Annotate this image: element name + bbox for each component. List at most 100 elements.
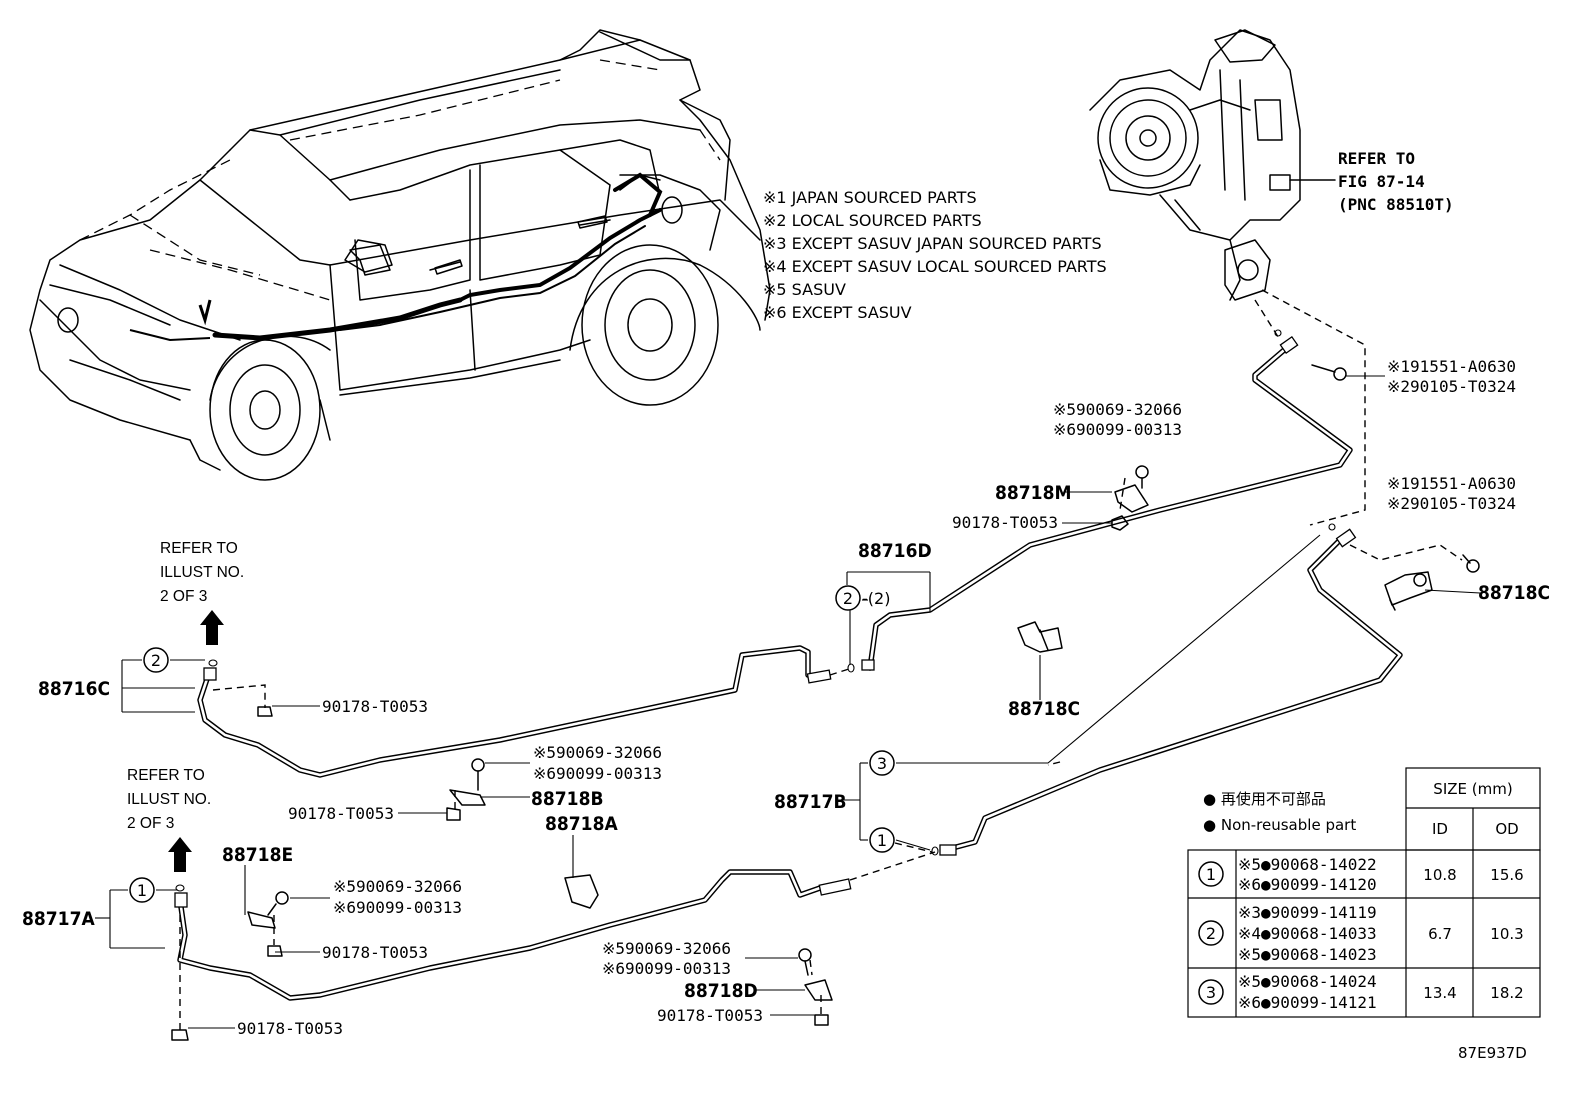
- oring-size-table: ● 再使用不可部品 ● Non-reusable part SIZE (mm) …: [1187, 767, 1541, 1018]
- svg-text:1: 1: [877, 831, 887, 850]
- rear-cooler-unit-illustration: [1089, 29, 1336, 301]
- row3-part-b[interactable]: ※6●90099-14121: [1238, 993, 1377, 1012]
- nut-88717A[interactable]: 90178-T0053: [237, 1019, 343, 1038]
- nut-icon: [171, 1029, 189, 1041]
- bolt-90099-88718M[interactable]: ※690099-00313: [1053, 420, 1182, 439]
- circle-1-88717B: 1: [869, 827, 895, 853]
- circle-2-88716C: 2: [143, 647, 169, 673]
- nut-icon: [1111, 515, 1129, 531]
- svg-text:3: 3: [1206, 983, 1216, 1002]
- svg-text:REFER TO: REFER TO: [1338, 149, 1415, 168]
- svg-text:15.6: 15.6: [1490, 866, 1523, 884]
- bolt-90099-88718D[interactable]: ※690099-00313: [602, 959, 731, 978]
- row2-part-a[interactable]: ※3●90099-14119: [1238, 903, 1377, 922]
- refer-fig-note[interactable]: REFER TO FIG 87-14 (PNC 88510T): [1338, 149, 1454, 214]
- legend-en: ● Non-reusable part: [1203, 816, 1356, 834]
- part-88718M[interactable]: 88718M: [995, 482, 1071, 504]
- circle-2-88716D: 2 -(2): [835, 585, 890, 611]
- nut-icon: [267, 945, 283, 957]
- size-header: SIZE (mm): [1433, 780, 1512, 798]
- bolt-91551-lower[interactable]: ※191551-A0630: [1387, 474, 1516, 493]
- row1-part-a[interactable]: ※5●90068-14022: [1238, 855, 1377, 874]
- part-88716D[interactable]: 88716D: [858, 540, 932, 562]
- bolt-90099-88718E[interactable]: ※690099-00313: [333, 898, 462, 917]
- up-arrow-icon: [168, 837, 192, 872]
- part-88717B[interactable]: 88717B: [774, 791, 847, 813]
- clamp-88718D[interactable]: [798, 948, 833, 1001]
- part-88718C-center[interactable]: 88718C: [1008, 698, 1080, 720]
- leader-lines: [95, 375, 1481, 1029]
- part-88718D[interactable]: 88718D: [684, 980, 758, 1002]
- svg-text:2: 2: [843, 589, 853, 608]
- clamp-88718B[interactable]: [449, 758, 486, 806]
- part-88718E[interactable]: 88718E: [222, 844, 293, 866]
- svg-text:18.2: 18.2: [1490, 984, 1523, 1002]
- svg-text:2: 2: [1206, 924, 1216, 943]
- od-header: OD: [1495, 820, 1518, 838]
- row3-part-a[interactable]: ※5●90068-14024: [1238, 972, 1377, 991]
- figure-code: 87E937D: [1458, 1044, 1527, 1062]
- nut-88716C[interactable]: 90178-T0053: [322, 697, 428, 716]
- bolt-90069-88718M[interactable]: ※590069-32066: [1053, 400, 1182, 419]
- bolt-90105-lower[interactable]: ※290105-T0324: [1387, 494, 1516, 513]
- note-1: ※1 JAPAN SOURCED PARTS: [763, 188, 977, 207]
- svg-text:3: 3: [877, 754, 887, 773]
- svg-text:10.8: 10.8: [1423, 866, 1456, 884]
- svg-text:1: 1: [1206, 865, 1216, 884]
- svg-text:-(2): -(2): [862, 589, 890, 608]
- vehicle-illustration: [29, 29, 771, 481]
- svg-text:ILLUST NO.: ILLUST NO.: [127, 791, 211, 808]
- nut-88718D[interactable]: 90178-T0053: [657, 1006, 763, 1025]
- clamp-88718A[interactable]: [564, 874, 599, 909]
- svg-text:ILLUST NO.: ILLUST NO.: [160, 564, 244, 581]
- refer-illust-upper[interactable]: REFER TO ILLUST NO. 2 OF 3: [160, 540, 244, 605]
- part-88716C[interactable]: 88716C: [38, 678, 110, 700]
- svg-text:1: 1: [137, 881, 147, 900]
- note-3: ※3 EXCEPT SASUV JAPAN SOURCED PARTS: [763, 234, 1102, 253]
- bolt-91551-upper[interactable]: ※191551-A0630: [1387, 357, 1516, 376]
- svg-text:2: 2: [151, 651, 161, 670]
- bolt-90069-88718B[interactable]: ※590069-32066: [533, 743, 662, 762]
- circle-1-88717A: 1: [129, 877, 155, 903]
- bolt-right-upper-icon: [1311, 364, 1347, 381]
- clamp-88718C-right[interactable]: [1384, 571, 1433, 611]
- bolt-90069-88718E[interactable]: ※590069-32066: [333, 877, 462, 896]
- svg-text:FIG 87-14: FIG 87-14: [1338, 172, 1425, 191]
- svg-text:6.7: 6.7: [1428, 925, 1452, 943]
- nut-88718E[interactable]: 90178-T0053: [322, 943, 428, 962]
- bolt-90105-upper[interactable]: ※290105-T0324: [1387, 377, 1516, 396]
- clamp-88718C-center[interactable]: [1017, 621, 1063, 653]
- row1-part-b[interactable]: ※6●90099-14120: [1238, 875, 1377, 894]
- svg-text:REFER TO: REFER TO: [127, 767, 205, 784]
- up-arrow-icon: [200, 610, 224, 645]
- nut-icon: [257, 706, 273, 717]
- row2-part-b[interactable]: ※4●90068-14033: [1238, 924, 1377, 943]
- part-88717A[interactable]: 88717A: [22, 908, 95, 930]
- bolt-90069-88718D[interactable]: ※590069-32066: [602, 939, 731, 958]
- clamp-88718M[interactable]: [1114, 465, 1149, 513]
- assembly-dashed-lines: [179, 289, 1463, 1030]
- cooler-pipes: [174, 329, 1403, 1001]
- nut-88718M[interactable]: 90178-T0053: [952, 513, 1058, 532]
- note-4: ※4 EXCEPT SASUV LOCAL SOURCED PARTS: [763, 257, 1107, 276]
- part-88718C-right[interactable]: 88718C: [1478, 582, 1550, 604]
- svg-text:10.3: 10.3: [1490, 925, 1523, 943]
- clamp-88718E[interactable]: [247, 891, 289, 929]
- refer-illust-lower[interactable]: REFER TO ILLUST NO. 2 OF 3: [127, 767, 211, 832]
- svg-text:REFER TO: REFER TO: [160, 540, 238, 557]
- nut-icon: [814, 1014, 829, 1026]
- row2-part-c[interactable]: ※5●90068-14023: [1238, 945, 1377, 964]
- svg-text:(PNC 88510T): (PNC 88510T): [1338, 195, 1454, 214]
- svg-text:2 OF 3: 2 OF 3: [127, 815, 174, 832]
- nut-88718B[interactable]: 90178-T0053: [288, 804, 394, 823]
- part-88718A[interactable]: 88718A: [545, 813, 618, 835]
- bolt-90099-88718B[interactable]: ※690099-00313: [533, 764, 662, 783]
- note-6: ※6 EXCEPT SASUV: [763, 303, 912, 322]
- svg-text:2 OF 3: 2 OF 3: [160, 588, 207, 605]
- svg-text:13.4: 13.4: [1423, 984, 1456, 1002]
- bolt-right-lower-icon: [1462, 554, 1480, 573]
- nut-icon: [446, 807, 461, 821]
- legend-jp: ● 再使用不可部品: [1203, 790, 1326, 808]
- part-88718B[interactable]: 88718B: [531, 788, 604, 810]
